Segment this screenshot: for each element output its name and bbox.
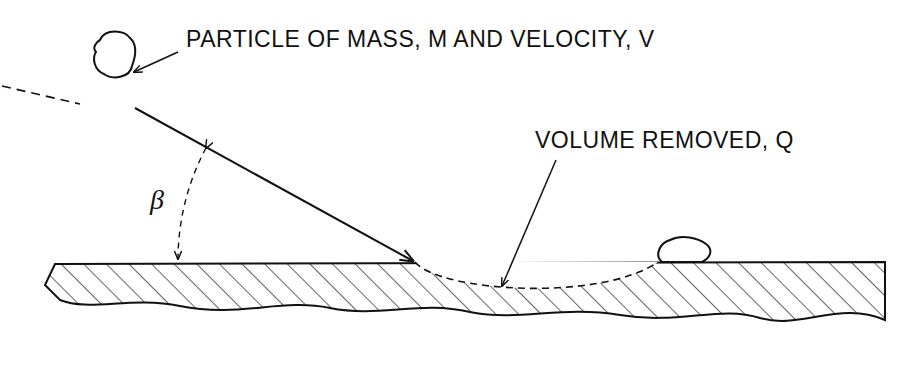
target-surface [45,262,885,321]
leader-line [134,52,178,72]
trajectory-arrow [135,108,413,261]
label-holder: β [150,184,164,216]
trail-line [2,86,80,104]
label-holder: PARTICLE OF MASS, M AND VELOCITY, V [186,26,655,53]
leader-line [502,160,556,286]
callout-label: VOLUME REMOVED, Q [535,127,794,153]
particle-rebound [658,237,710,262]
particle [94,32,135,78]
angle-arc [178,148,206,259]
label-holder: VOLUME REMOVED, Q [535,127,794,154]
callout-label: PARTICLE OF MASS, M AND VELOCITY, V [186,26,655,52]
angle-label: β [150,184,164,215]
crater-outline [415,262,658,288]
